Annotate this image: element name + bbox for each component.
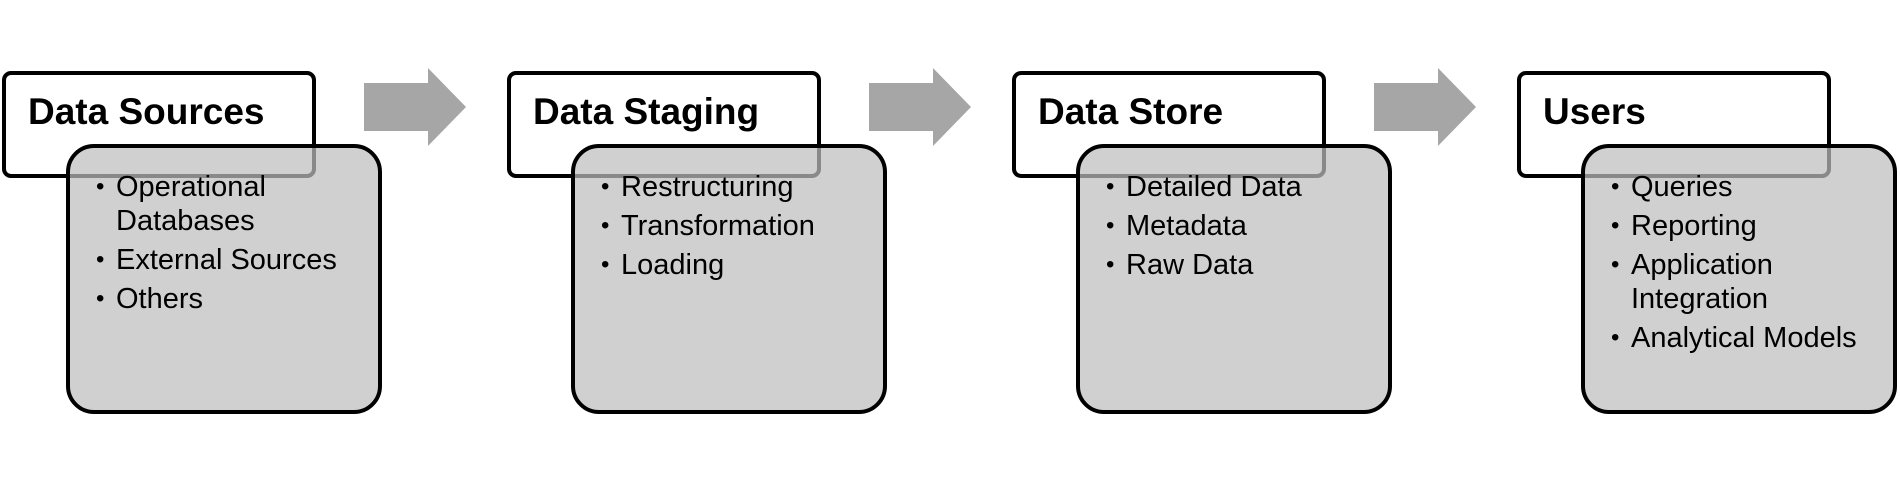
bullet-list: • Operational Databases • External Sourc…	[96, 170, 366, 321]
bullet-item: • Analytical Models	[1611, 321, 1881, 355]
bullet-item: • Detailed Data	[1106, 170, 1376, 204]
stage-data-store: Data Store • Detailed Data • Metadata • …	[1010, 0, 1710, 483]
stage-detail-box: • Restructuring • Transformation • Loadi…	[571, 144, 887, 414]
bullet-list: • Restructuring • Transformation • Loadi…	[601, 170, 871, 287]
bullet-item: • Raw Data	[1106, 248, 1376, 282]
bullet-item: • External Sources	[96, 243, 366, 277]
bullet-text: Reporting	[1631, 210, 1757, 242]
bullet-dot: •	[601, 173, 610, 200]
bullet-text: External Sources	[116, 244, 337, 276]
bullet-dot: •	[1611, 173, 1620, 200]
bullet-dot: •	[96, 285, 105, 312]
bullet-text: Loading	[621, 249, 725, 281]
bullet-dot: •	[96, 173, 105, 200]
bullet-dot: •	[1106, 173, 1115, 200]
bullet-text: Application Integration	[1631, 249, 1773, 315]
bullet-item: • Application Integration	[1611, 248, 1881, 316]
bullet-dot: •	[601, 251, 610, 278]
stage-title: Data Store	[1038, 91, 1224, 132]
bullet-dot: •	[1106, 212, 1115, 239]
stage-title: Data Sources	[28, 91, 265, 132]
bullet-list: • Detailed Data • Metadata • Raw Data	[1106, 170, 1376, 287]
stage-detail-box: • Operational Databases • External Sourc…	[66, 144, 382, 414]
bullet-item: • Metadata	[1106, 209, 1376, 243]
bullet-text: Analytical Models	[1631, 322, 1857, 354]
bullet-item: • Loading	[601, 248, 871, 282]
bullet-dot: •	[1611, 251, 1620, 278]
bullet-item: • Queries	[1611, 170, 1881, 204]
bullet-item: • Reporting	[1611, 209, 1881, 243]
bullet-item: • Others	[96, 282, 366, 316]
bullet-text: Restructuring	[621, 171, 794, 203]
bullet-item: • Restructuring	[601, 170, 871, 204]
right-arrow-icon	[364, 68, 466, 146]
bullet-text: Metadata	[1126, 210, 1247, 242]
bullet-item: • Operational Databases	[96, 170, 366, 238]
stage-title: Users	[1543, 91, 1646, 132]
bullet-dot: •	[1106, 251, 1115, 278]
bullet-dot: •	[601, 212, 610, 239]
bullet-list: • Queries • Reporting • Application Inte…	[1611, 170, 1881, 360]
bullet-text: Detailed Data	[1126, 171, 1302, 203]
bullet-text: Transformation	[621, 210, 815, 242]
bullet-item: • Transformation	[601, 209, 871, 243]
bullet-text: Raw Data	[1126, 249, 1254, 281]
stage-data-sources: Data Sources • Operational Databases • E…	[0, 0, 700, 483]
right-arrow-icon	[869, 68, 971, 146]
stage-detail-box: • Detailed Data • Metadata • Raw Data	[1076, 144, 1392, 414]
bullet-dot: •	[1611, 212, 1620, 239]
bullet-dot: •	[96, 246, 105, 273]
bullet-text: Others	[116, 283, 204, 315]
stage-detail-box: • Queries • Reporting • Application Inte…	[1581, 144, 1897, 414]
stage-title: Data Staging	[533, 91, 760, 132]
bullet-text: Operational Databases	[116, 171, 266, 237]
bullet-dot: •	[1611, 324, 1620, 351]
stage-data-staging: Data Staging • Restructuring • Transform…	[505, 0, 1205, 483]
right-arrow-icon	[1374, 68, 1476, 146]
stage-users: Users • Queries • Reporting • Applicatio…	[1515, 0, 1900, 483]
bullet-text: Queries	[1631, 171, 1733, 203]
